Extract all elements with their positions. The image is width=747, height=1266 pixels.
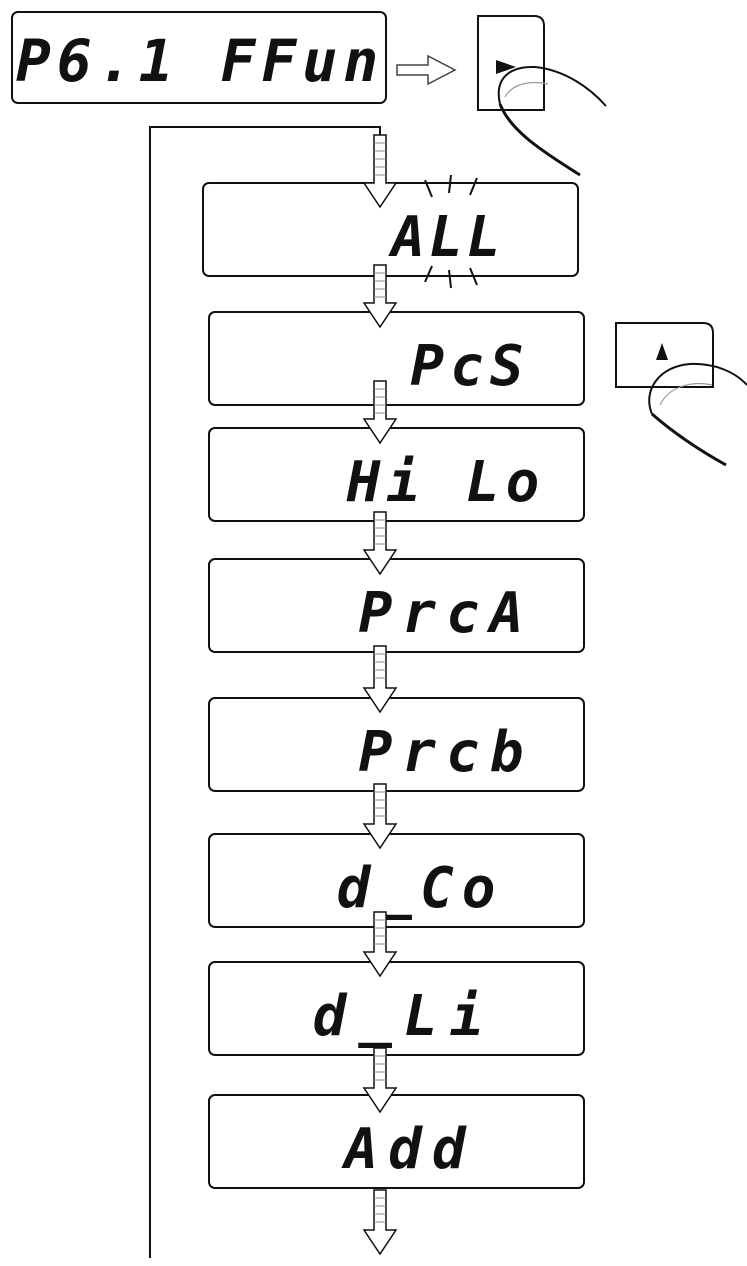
right-hollow-arrow-icon: [396, 54, 457, 86]
enter-key-button[interactable]: [477, 15, 545, 111]
loop-back-line: [149, 126, 381, 1258]
menu-display-2: Hi Lo: [208, 427, 585, 522]
down-arrow-icon: [362, 911, 398, 978]
menu-display-6: d_Li: [208, 961, 585, 1056]
menu-display-7: Add: [208, 1094, 585, 1189]
display-text: Prcb: [359, 720, 534, 785]
key-frame: [477, 15, 545, 111]
menu-display-5: d_Co: [208, 833, 585, 928]
menu-display-3: PrcA: [208, 558, 585, 653]
down-arrow-icon: [362, 783, 398, 850]
finger-press-icon: [497, 65, 607, 177]
display-text: ALL: [387, 205, 504, 270]
menu-display-1: PcS: [208, 311, 585, 406]
display-frame: [208, 558, 585, 653]
display-frame: [208, 1094, 585, 1189]
display-frame: [208, 833, 585, 928]
down-arrow-icon: [362, 511, 398, 576]
display-text: d_Li: [313, 984, 496, 1049]
down-arrow-icon: [362, 1047, 398, 1114]
up-triangle-key-icon: [656, 343, 668, 360]
down-arrow-icon: [362, 134, 398, 209]
down-arrow-icon: [362, 645, 398, 714]
down-arrow-icon: [362, 380, 398, 445]
header-display-frame: [11, 11, 387, 104]
menu-display-4: Prcb: [208, 697, 585, 792]
display-text: d_Co: [337, 856, 504, 921]
menu-display-0: ALL: [202, 174, 579, 289]
display-frame: [208, 427, 585, 522]
display-frame: [208, 961, 585, 1056]
header-display-text: P6.1 FFun: [16, 27, 384, 95]
right-triangle-key-icon: [496, 60, 516, 74]
display-frame: [208, 311, 585, 406]
finger-press-icon: [648, 362, 747, 467]
down-arrow-icon: [362, 1189, 398, 1256]
header-display: P6.1 FFun: [11, 11, 387, 104]
display-frame: [208, 697, 585, 792]
display-text: Add: [340, 1117, 475, 1182]
up-key-button[interactable]: [615, 322, 714, 388]
display-text: Hi Lo: [346, 450, 546, 515]
down-arrow-icon: [362, 264, 398, 329]
display-text: PcS: [410, 334, 529, 399]
blink-indicator: [424, 174, 478, 289]
display-text: PrcA: [359, 581, 534, 646]
